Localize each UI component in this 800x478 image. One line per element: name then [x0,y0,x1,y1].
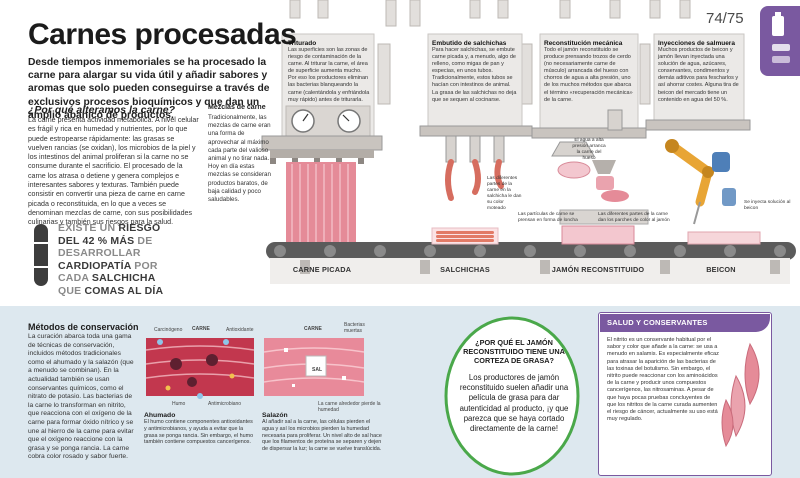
label-meat-smoke: CARNE [192,326,210,332]
why-body: La carne presenta actividad metabólica. … [28,116,199,227]
smoking-diagram [145,338,255,399]
sausage-icon [34,224,48,286]
label-minced-meat: CARNE PICADA [292,265,352,274]
step-brine: Inyecciones de salmuera Muchos productos… [658,40,742,104]
preservation-heading: Métodos de conservación [28,322,139,332]
label-carcinogen: Carcinógeno [154,327,183,333]
step-sausages: Embutido de salchichas Para hacer salchi… [432,40,518,104]
overhead-pipes [289,0,691,105]
step-grinding: Triturado Las superficies son las zonas … [288,40,370,104]
label-meat-salt: CARNE [304,326,322,332]
belt-products [431,225,761,245]
health-box-body: El nitrito es un conservante habitual po… [607,337,719,423]
label-sausages: SALCHICHAS [440,265,490,274]
label-salt: SAL [312,367,322,373]
step-body: Todo el jamón reconstituido se produce p… [544,47,633,103]
step-mechanical: Reconstitución mecánica Todo el jamón re… [544,40,634,104]
mixes-body: Tradicionalmente, las mezclas de carne e… [208,114,271,204]
smoking-title: Ahumado [144,412,176,419]
salting-caption: Salazón Al añadir sal a la carne, las cé… [262,412,382,453]
mixes-title: Mezclas de carne [208,104,266,111]
question-body: Los productores de jamón reconstituido s… [459,373,569,434]
salting-body: Al añadir sal a la carne, las células pi… [262,419,382,453]
risk-statement: EXISTE UN RIESGO DEL 42 % MÁS DE DESARRO… [58,222,164,297]
salting-diagram [263,338,365,396]
smoking-caption: Ahumado El humo contiene componentes ant… [144,412,256,446]
callout-ham-parts: Las diferentes partes de la carne dan lo… [598,212,670,223]
bottle-icon [772,12,790,63]
step-body: Para hacer salchichas, se embute carne p… [432,47,517,103]
health-box-header [600,314,770,332]
page-number: 74/75 [706,10,744,27]
callout-brine: Se inyecta solución al beicon [744,200,791,211]
step-body: Muchos productos de beicon y jamón lleva… [658,47,739,103]
intro-text: Desde tiempos inmemoriales se ha procesa… [28,57,270,121]
label-antioxidant: Antioxidante [226,327,254,333]
label-moisture: La carne alrededor pierde la humedad [318,401,381,413]
smoking-body: El humo contiene componentes antioxidant… [144,419,254,446]
preservation-body: La curación abarca toda una gama de técn… [28,333,134,461]
step-title: Embutido de salchichas [432,40,507,47]
step-title: Inyecciones de salmuera [658,40,735,47]
callout-sausage-parts: Las diferentes partes de la carne en la … [487,176,522,211]
step-body: Las superficies son las zonas de riesgo … [288,47,370,103]
question-circle [444,316,580,476]
page-title: Carnes procesadas [28,18,297,51]
label-antimicrobial: Antimicrobiano [208,401,242,407]
conveyor-belt [266,242,796,284]
question-title: ¿POR QUÉ EL JAMÓN RECONSTITUIDO TIENE UN… [463,338,565,365]
why-heading: ¿Por qué alteramos la carne? [28,104,176,116]
health-box-title: SALUD Y CONSERVANTES [607,318,708,327]
separation-machine [531,33,649,225]
sausage-machine [419,33,533,201]
callout-particles: Las partículas de carne se prensan en fo… [518,212,578,223]
factory-illustration [261,0,796,284]
grinder-machine [261,33,383,164]
salami-slices-icon [721,342,760,448]
label-dead-bacteria: Bacterias muertas [344,322,365,334]
label-reconstituted-ham: JAMÓN RECONSTITUIDO [551,265,645,274]
brine-injector [645,33,751,253]
label-smoke: Humo [172,401,186,407]
label-bacon: BEICON [706,265,736,274]
callout-pressure: El agua a alta presión arranca la carne … [572,138,606,161]
salting-title: Salazón [262,412,288,419]
step-title: Triturado [288,40,317,47]
section-tab [760,6,800,76]
step-title: Reconstitución mecánica [544,40,623,47]
